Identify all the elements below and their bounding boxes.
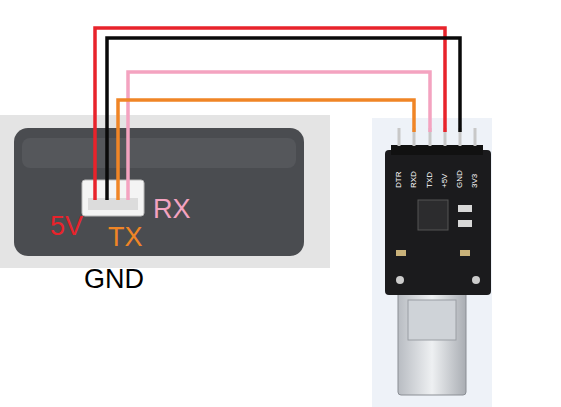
usb-connector	[398, 285, 466, 395]
silkscreen-pin-name: GND	[456, 170, 464, 188]
pin-label: TX	[108, 224, 143, 251]
led	[458, 205, 472, 212]
wire-5v	[95, 28, 445, 200]
wire-tx	[118, 100, 414, 200]
silkscreen-pin-name: +5V	[441, 174, 449, 188]
pin-label: GND	[84, 266, 144, 293]
wire-gnd	[107, 38, 460, 200]
led	[458, 220, 472, 227]
board-photo-ground	[372, 118, 492, 407]
pin-label: 5V	[50, 213, 83, 240]
resistor	[396, 250, 406, 256]
sensor-module	[14, 128, 304, 256]
mounting-hole	[472, 276, 480, 284]
usb-serial-chip	[418, 200, 448, 230]
photo-ground	[0, 115, 330, 268]
usb-tongue	[408, 300, 456, 340]
wire-rx	[128, 72, 430, 200]
resistor	[460, 250, 470, 256]
sensor-top-face	[22, 138, 296, 168]
silkscreen-pin-name: TXD	[426, 172, 434, 188]
header-pin	[474, 128, 477, 146]
pin-label: RX	[153, 196, 191, 223]
adapter-pcb	[385, 150, 491, 295]
header-pin	[398, 128, 401, 146]
header-pins	[398, 128, 477, 146]
silkscreen-pin-name: 3V3	[471, 174, 479, 188]
pin-header	[391, 145, 483, 155]
silkscreen-pin-name: RXD	[410, 171, 418, 188]
mounting-hole	[396, 276, 404, 284]
connector-housing	[82, 180, 144, 216]
silkscreen-pin-name: DTR	[395, 172, 403, 188]
